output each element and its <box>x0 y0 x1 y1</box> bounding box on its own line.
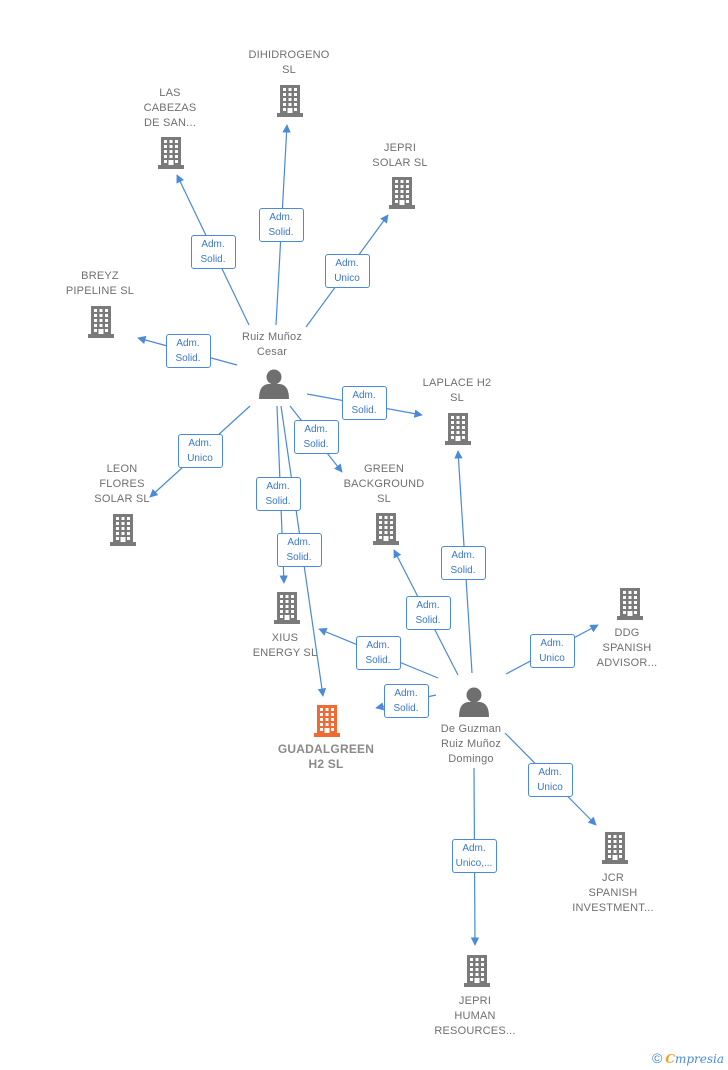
edge-label-p1-c3[interactable]: Adm. Unico <box>324 254 370 288</box>
nodes-layer <box>88 85 643 987</box>
edge-label-p1-c6[interactable]: Adm. Unico <box>177 434 223 468</box>
edge-label-p1-c7[interactable]: Adm. Solid. <box>293 420 339 454</box>
person-icon[interactable] <box>259 369 289 400</box>
building-icon[interactable] <box>445 413 471 445</box>
building-icon[interactable] <box>274 592 300 624</box>
edge-label-p1-c4[interactable]: Adm. Solid. <box>165 334 211 368</box>
building-icon[interactable] <box>464 955 490 987</box>
company-label[interactable]: GUADALGREEN H2 SL <box>277 742 375 771</box>
edge-label-p2-c12[interactable]: Adm. Unico,... <box>451 839 497 873</box>
edge-label-p1-c5[interactable]: Adm. Solid. <box>341 386 387 420</box>
building-icon[interactable] <box>277 85 303 117</box>
company-label[interactable]: LEON FLORES SOLAR SL <box>94 463 150 505</box>
edge-label-p1-c9[interactable]: Adm. Solid. <box>276 533 322 567</box>
edge-label-p2-c9[interactable]: Adm. Solid. <box>383 684 429 718</box>
company-label[interactable]: LAS CABEZAS DE SAN... <box>143 87 197 129</box>
edge-label-p1-c2[interactable]: Adm. Solid. <box>190 235 236 269</box>
building-icon[interactable] <box>158 137 184 169</box>
building-icon[interactable] <box>88 306 114 338</box>
person-icon[interactable] <box>459 687 489 718</box>
building-icon[interactable] <box>110 514 136 546</box>
building-icon[interactable] <box>314 705 340 737</box>
brand-name: mpresia <box>674 1052 724 1066</box>
company-label[interactable]: LAPLACE H2 SL <box>422 377 492 404</box>
edge-label-p2-c8[interactable]: Adm. Solid. <box>355 636 401 670</box>
copyright-icon: © <box>652 1050 663 1066</box>
edge-label-p1-c1[interactable]: Adm. Solid. <box>258 208 304 242</box>
company-label[interactable]: BREYZ PIPELINE SL <box>65 270 135 297</box>
person-label[interactable]: De Guzman Ruiz Muñoz Domingo <box>440 723 502 765</box>
building-icon[interactable] <box>617 588 643 620</box>
company-label[interactable]: DIHIDROGENO SL <box>248 49 330 76</box>
edge-label-p2-c5[interactable]: Adm. Solid. <box>440 546 486 580</box>
company-label[interactable]: DDG SPANISH ADVISOR... <box>596 627 658 669</box>
company-label[interactable]: XIUS ENERGY SL <box>252 632 318 659</box>
company-label[interactable]: GREEN BACKGROUND SL <box>343 463 425 505</box>
brand-logo-letter: C <box>665 1052 675 1066</box>
person-label[interactable]: Ruiz Muñoz Cesar <box>241 331 303 358</box>
building-icon[interactable] <box>373 513 399 545</box>
company-label[interactable]: JEPRI SOLAR SL <box>372 142 428 169</box>
building-icon[interactable] <box>602 832 628 864</box>
edge-label-p2-c11[interactable]: Adm. Unico <box>527 763 573 797</box>
brand-footer[interactable]: ©Cmpresia <box>652 1050 724 1066</box>
edge-label-p1-c8[interactable]: Adm. Solid. <box>255 477 301 511</box>
edge-label-p2-c10[interactable]: Adm. Unico <box>529 634 575 668</box>
company-label[interactable]: JCR SPANISH INVESTMENT... <box>572 872 654 914</box>
edge-label-p2-c7[interactable]: Adm. Solid. <box>405 596 451 630</box>
building-icon[interactable] <box>389 177 415 209</box>
company-label[interactable]: JEPRI HUMAN RESOURCES... <box>434 995 516 1037</box>
